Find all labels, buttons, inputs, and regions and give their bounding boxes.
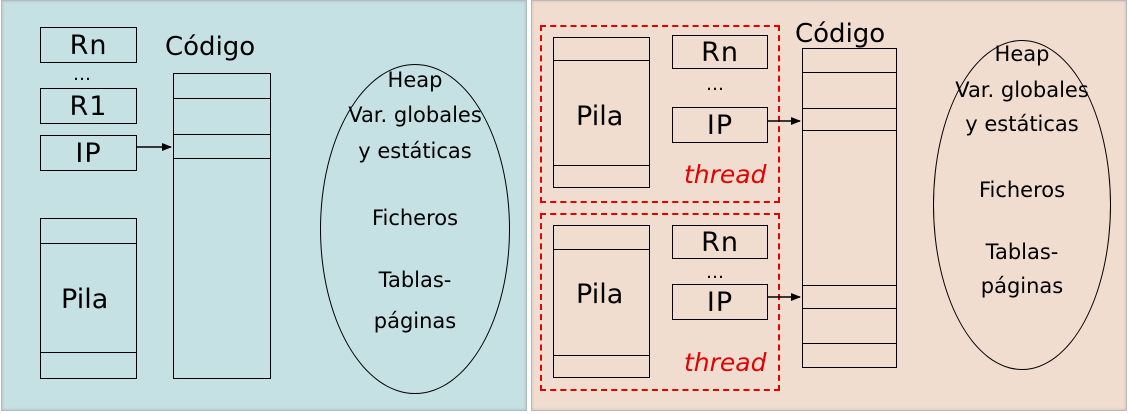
process-resources-ellipse-right bbox=[933, 40, 1111, 370]
register-ellipsis: … bbox=[73, 64, 94, 85]
thread-2-register-ip-label: IP bbox=[706, 286, 734, 318]
code-row-divider bbox=[173, 134, 271, 135]
thread-1-label: thread bbox=[684, 160, 767, 189]
stack-divider bbox=[40, 243, 137, 244]
shared-code-segment bbox=[802, 48, 897, 368]
thread-1-box bbox=[540, 25, 780, 203]
thread-2-label: thread bbox=[684, 348, 767, 377]
thread-2-register-rn: Rn bbox=[672, 225, 768, 259]
ellipse-text-statics: y estáticas bbox=[965, 112, 1079, 136]
ellipse-text-globals: Var. globales bbox=[955, 78, 1089, 102]
thread-2-register-rn-label: Rn bbox=[701, 226, 739, 258]
stack-segment bbox=[40, 218, 137, 379]
thread-2-box bbox=[540, 213, 780, 391]
thread-2-stack-divider bbox=[553, 249, 650, 250]
ellipse-text-tables: Tablas- bbox=[985, 240, 1059, 264]
thread-1-stack-divider bbox=[553, 60, 650, 61]
code-row-divider bbox=[173, 98, 271, 99]
code-segment bbox=[173, 73, 271, 379]
code-row-divider bbox=[802, 308, 897, 309]
thread-1-register-ellipsis: … bbox=[706, 74, 727, 95]
code-row-divider bbox=[802, 285, 897, 286]
code-row-divider bbox=[802, 108, 897, 109]
process-resources-ellipse bbox=[320, 64, 510, 394]
thread-2-register-ellipsis: … bbox=[706, 262, 727, 283]
thread-2-stack-label: Pila bbox=[576, 279, 624, 310]
code-row-divider bbox=[802, 72, 897, 73]
register-r1: R1 bbox=[40, 88, 137, 124]
ellipse-text-heap: Heap bbox=[994, 42, 1050, 66]
ellipse-text-pages: páginas bbox=[980, 274, 1064, 298]
ellipse-text-files: Ficheros bbox=[371, 206, 459, 230]
code-row-divider bbox=[802, 130, 897, 131]
code-title: Código bbox=[165, 32, 256, 62]
ellipse-text-files: Ficheros bbox=[978, 178, 1066, 202]
thread-1-register-rn: Rn bbox=[672, 35, 768, 69]
thread-2-stack bbox=[553, 225, 650, 378]
thread-1-stack-label: Pila bbox=[576, 101, 624, 132]
thread-1-stack-divider bbox=[553, 165, 650, 166]
ellipse-text-pages: páginas bbox=[373, 309, 457, 333]
thread-1-register-ip: IP bbox=[672, 107, 768, 143]
ellipse-text-tables: Tablas- bbox=[378, 268, 452, 292]
ellipse-text-heap: Heap bbox=[387, 68, 443, 92]
stack-label: Pila bbox=[61, 284, 109, 315]
register-ip: IP bbox=[40, 135, 137, 171]
ellipse-text-statics: y estáticas bbox=[358, 139, 472, 163]
register-rn-label: Rn bbox=[69, 29, 108, 61]
code-row-divider bbox=[173, 158, 271, 159]
stack-divider bbox=[40, 352, 137, 353]
thread-2-stack-divider bbox=[553, 355, 650, 356]
thread-1-register-ip-label: IP bbox=[706, 109, 734, 141]
register-rn: Rn bbox=[40, 27, 137, 63]
thread-1-register-rn-label: Rn bbox=[701, 36, 739, 68]
thread-2-register-ip: IP bbox=[672, 284, 768, 320]
ellipse-text-globals: Var. globales bbox=[348, 103, 482, 127]
thread-1-stack bbox=[553, 37, 650, 188]
code-row-divider bbox=[802, 343, 897, 344]
shared-code-title: Código bbox=[795, 19, 886, 49]
register-r1-label: R1 bbox=[69, 90, 108, 122]
register-ip-label: IP bbox=[75, 137, 102, 169]
